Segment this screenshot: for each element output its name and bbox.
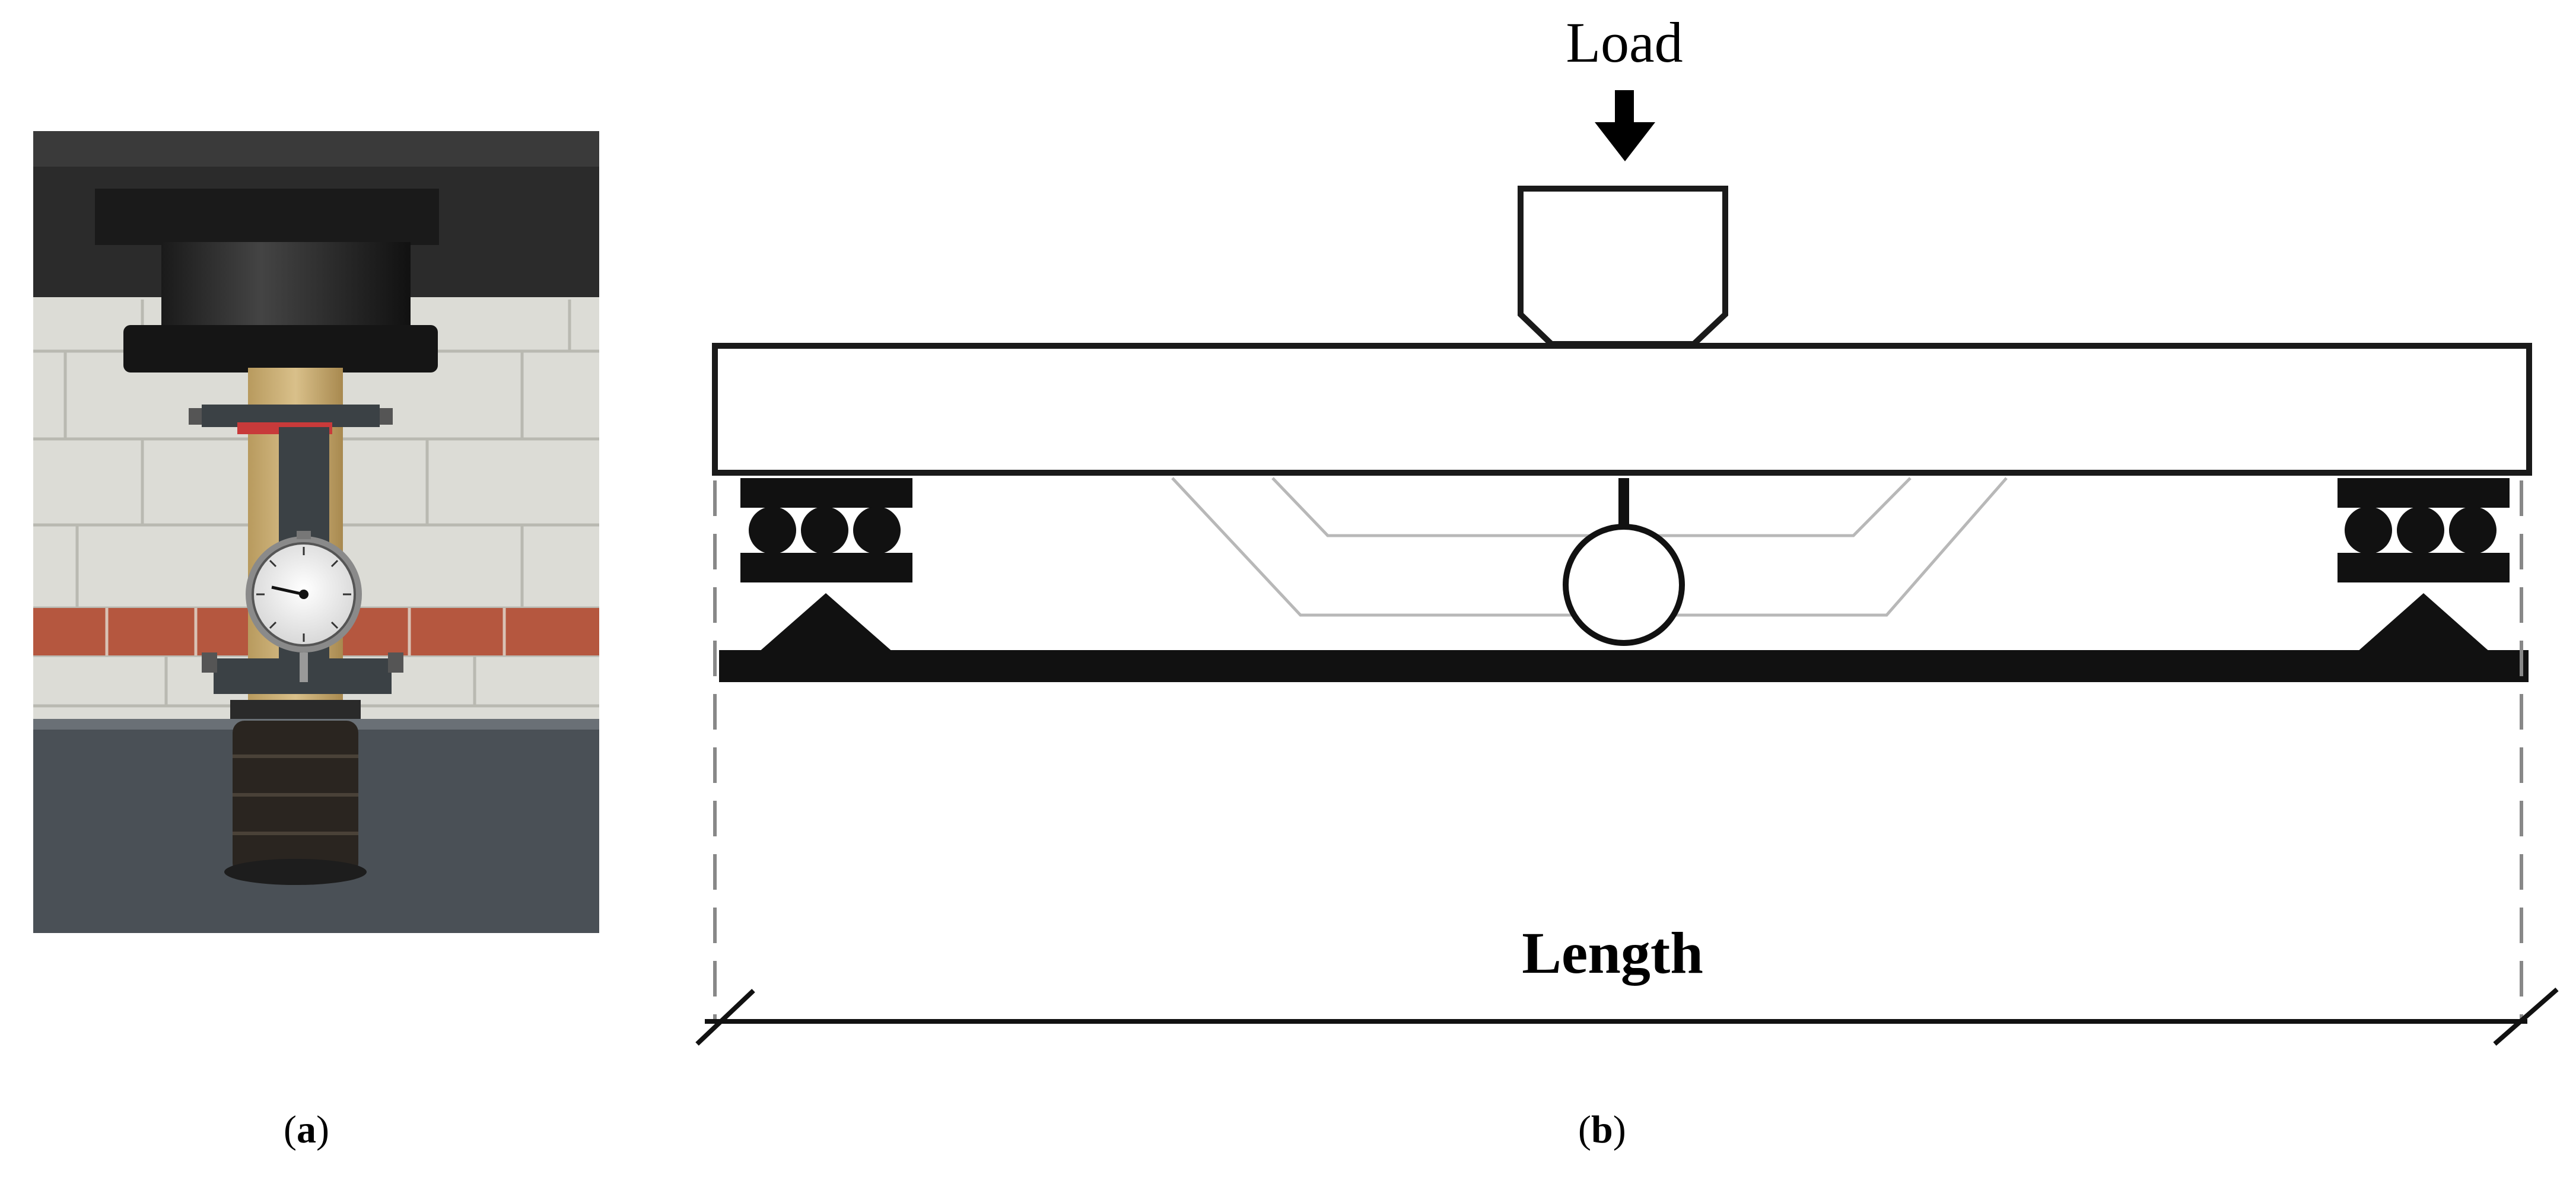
base-rail: [719, 650, 2529, 682]
caption-letter: a: [296, 1108, 316, 1151]
left-roller-support: [740, 478, 912, 652]
loading-cylinder: [161, 242, 411, 328]
caption-open-paren: (: [1578, 1108, 1591, 1151]
loading-head-plate: [95, 189, 439, 245]
caption-close-paren: ): [1613, 1108, 1626, 1151]
caption-letter: b: [1591, 1108, 1613, 1151]
load-arrow: [1595, 90, 1655, 161]
dial-gauge-symbol: [1563, 524, 1685, 646]
dial-gauge: [246, 531, 362, 652]
panel-b-caption: (b): [1578, 1110, 1626, 1150]
caption-open-paren: (: [284, 1108, 297, 1151]
length-label: Length: [1522, 920, 1703, 986]
beam-specimen: [712, 343, 2532, 476]
loading-head: [1518, 186, 1728, 347]
panel-a-caption: (a): [284, 1110, 329, 1150]
gauge-probe-stem: [1618, 478, 1629, 528]
beam-test-schematic: Load: [695, 11, 2559, 1046]
length-dimension-line: [695, 987, 2559, 1046]
loading-platen: [123, 325, 438, 372]
caption-close-paren: ): [316, 1108, 329, 1151]
load-label: Load: [1566, 11, 1683, 74]
test-photograph: [33, 131, 599, 933]
dimension-extension-lines: [713, 480, 2523, 1021]
right-roller-support: [2338, 478, 2510, 652]
